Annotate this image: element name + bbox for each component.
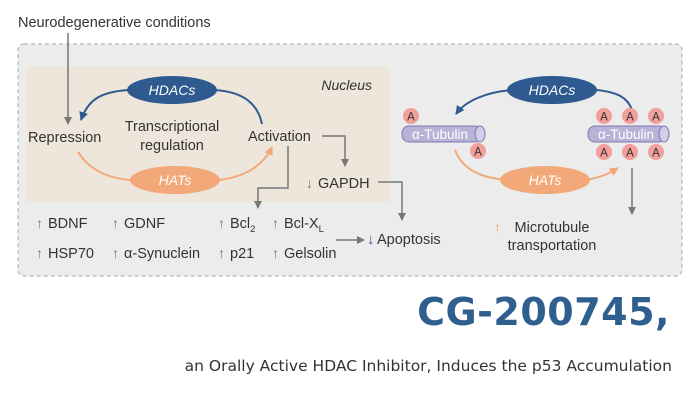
bclxl-label: Bcl-XL [284,216,324,235]
hat-to-activation-arrow [219,146,273,181]
nucleus-hdacs-label: HDACs [149,82,196,98]
repression-to-hat-arc [77,151,131,181]
p21-up-arrow: ↑ [218,245,225,261]
gapdh-to-apoptosis-arrow [378,181,406,221]
hsp70-up-arrow: ↑ [36,245,43,261]
bcl2-label: Bcl2 [230,216,255,235]
hdac-to-repression-arrow [79,89,129,121]
microtubule-label: Microtubule [515,220,590,236]
gelsolin-label: Gelsolin [284,246,336,262]
tubulin-right: α-Tubulin [587,125,670,143]
gapdh-label: GAPDH [318,176,370,192]
gdnf-up-arrow: ↑ [112,215,119,231]
gelsolin-up-arrow: ↑ [272,245,279,261]
activation-to-genes-arrow [254,146,289,209]
svg-text:A: A [600,112,608,124]
hsp70-label: HSP70 [48,246,94,262]
svg-text:A: A [407,112,415,124]
cyto-hats-node [500,166,590,194]
cyto-hats-label: HATs [529,172,562,188]
bdnf-label: BDNF [48,216,88,232]
cyto-hdac-to-tubulin-arrow [455,89,513,115]
cyto-tubulin-to-hdac-arc [595,89,633,111]
bdnf-up-arrow: ↑ [36,215,43,231]
gdnf-label: GDNF [124,216,165,232]
mechanism-diagram: Nucleus Neurodegenerative conditions HDA… [17,15,683,277]
cyto-hdacs-node [507,76,597,104]
acetyl-mark: A [648,144,664,160]
cyto-hdacs-label: HDACs [529,82,576,98]
acetyl-mark: A [596,108,612,124]
gapdh-down-arrow: ↓ [306,175,313,191]
bcl2-up-arrow: ↑ [218,215,225,231]
apoptosis-label: Apoptosis [377,232,441,248]
repression-label: Repression [28,130,101,146]
regulation-label: regulation [140,138,204,154]
svg-text:A: A [600,148,608,160]
headline-title: CG-200745, [417,290,670,334]
transcriptional-label: Transcriptional [125,119,220,135]
synuclein-up-arrow: ↑ [112,245,119,261]
acetyl-mark: A [596,144,612,160]
activation-label: Activation [248,129,311,145]
acetyl-mark: A [622,108,638,124]
tubulin-left-label: α-Tubulin [412,127,468,142]
tubulin-right-label: α-Tubulin [598,127,654,142]
acetyl-mark: A [622,144,638,160]
nucleus-hats-label: HATs [159,172,192,188]
nucleus-hdacs-node [127,76,217,104]
p21-label: p21 [230,246,254,262]
headline-subtitle: an Orally Active HDAC Inhibitor, Induces… [184,357,672,375]
nucleus-label: Nucleus [321,77,372,93]
bclxl-up-arrow: ↑ [272,215,279,231]
tubulin-left: α-Tubulin [401,125,486,143]
svg-text:A: A [626,112,634,124]
apoptosis-down-arrow: ↓ [367,231,375,248]
synuclein-label: α-Synuclein [124,246,200,262]
acetyl-mark: A [648,108,664,124]
activation-to-gapdh-arrow [322,135,349,167]
transport-up-arrow: ↑ [494,219,501,235]
transportation-label: transportation [508,238,597,254]
acetyl-mark: A [470,143,486,159]
neurodegenerative-label: Neurodegenerative conditions [18,15,211,31]
svg-text:A: A [474,147,482,159]
svg-text:A: A [652,112,660,124]
svg-text:A: A [652,148,660,160]
svg-text:A: A [626,148,634,160]
acetyl-mark: A [403,108,419,124]
nucleus-hats-node [130,166,220,194]
activation-to-hdac-arc [214,89,263,125]
